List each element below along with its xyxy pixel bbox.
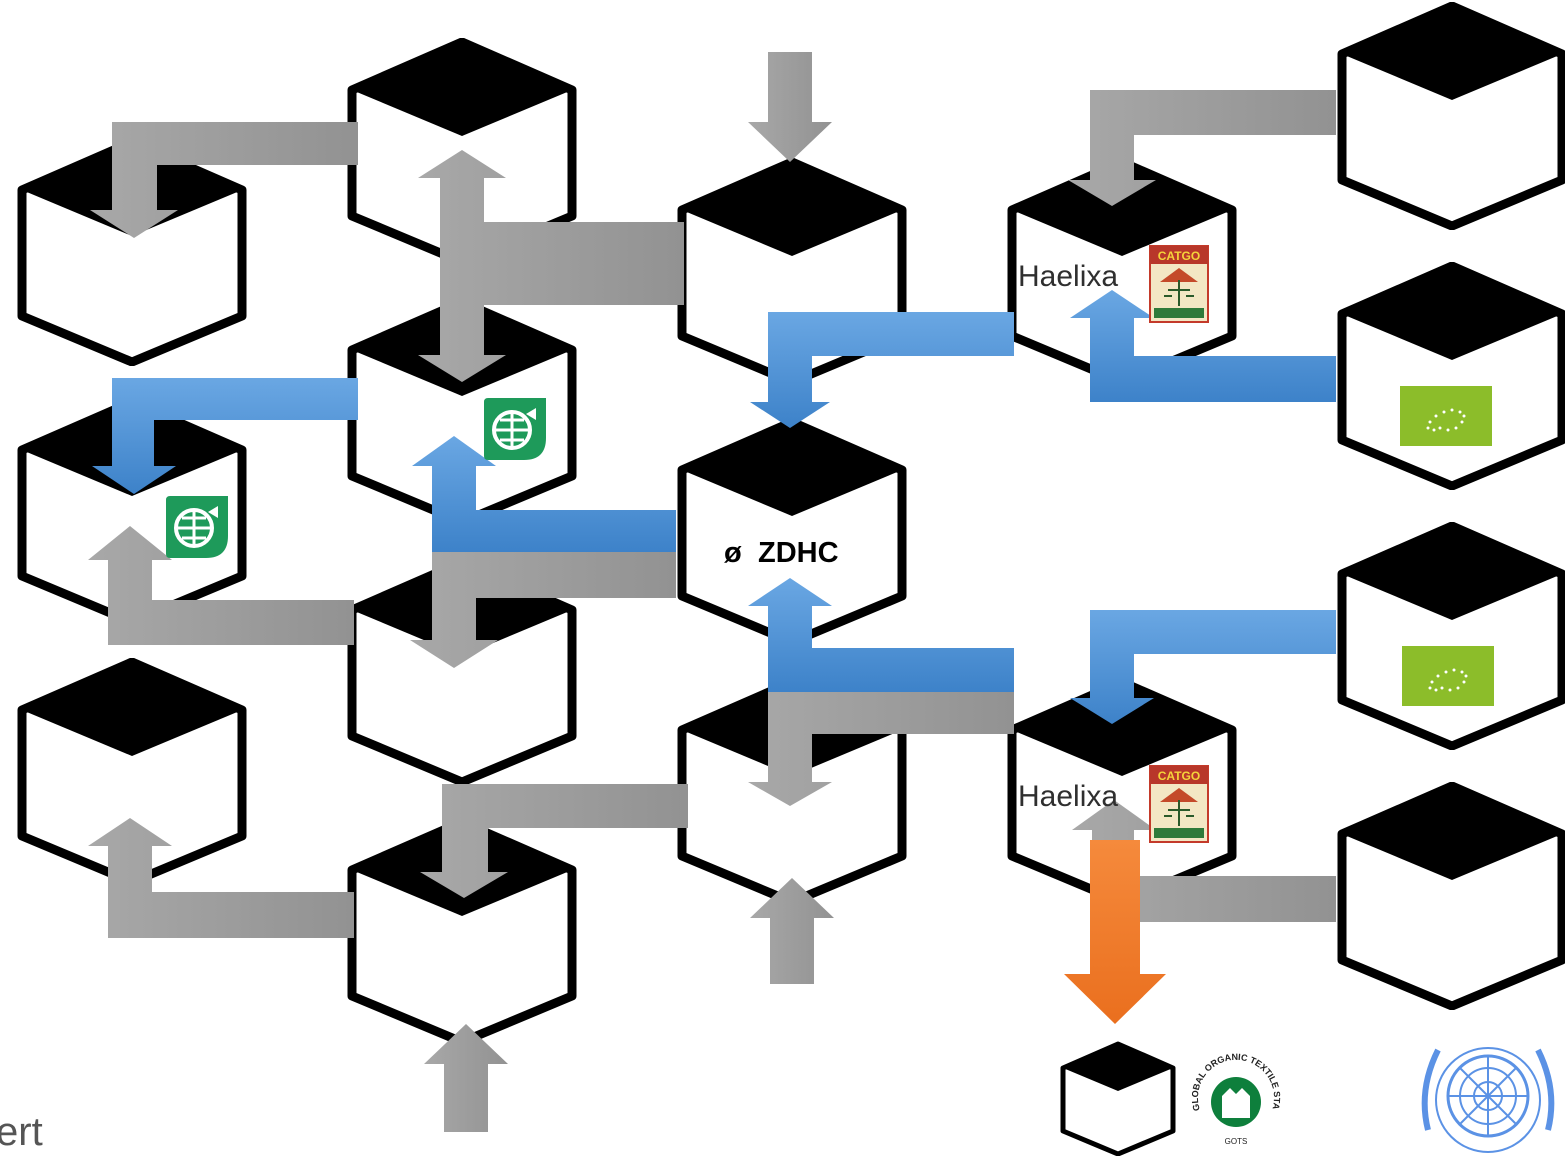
corner-text-fragment: ert: [0, 1110, 43, 1154]
gray-arrow: [424, 1024, 508, 1132]
eu-organic-logo: [1402, 646, 1494, 706]
gray-arrow: [90, 122, 358, 238]
gray-arrow: [88, 526, 354, 645]
blue-arrow: [748, 578, 1014, 692]
catgo-logo: CATGO: [1149, 765, 1209, 843]
catgo-label: CATGO: [1158, 769, 1200, 783]
cubes: [22, 6, 1562, 1156]
haelixa-label: Haelixa: [1018, 780, 1118, 813]
recycled-globe-logo: [484, 398, 546, 460]
haelixa-logo: Haelixa: [1018, 260, 1118, 293]
gray-arrow: [418, 150, 684, 382]
cube-node: [1342, 266, 1562, 486]
cube-node: [1342, 786, 1562, 1006]
gray-arrow: [410, 552, 676, 668]
blue-arrow: [1070, 610, 1336, 724]
catgo-logo: CATGO: [1149, 245, 1209, 323]
gots-logo: GLOBAL ORGANIC TEXTILE STANDARD GOTS: [1190, 1052, 1282, 1146]
zdhc-label: ZDHC: [758, 537, 839, 569]
orange-output-arrow: [1064, 840, 1166, 1024]
zdhc-logo: ø ZDHC: [724, 537, 839, 569]
blue-arrow: [1070, 290, 1336, 402]
catgo-label: CATGO: [1158, 249, 1200, 263]
final-product-cube: [1060, 1041, 1176, 1156]
gots-small-label: GOTS: [1225, 1137, 1248, 1146]
gray-arrow: [1068, 90, 1336, 206]
recycled-globe-logo: [166, 496, 228, 558]
cube-node: [1342, 526, 1562, 746]
cube-node: [1342, 6, 1562, 226]
gray-arrow: [748, 52, 832, 162]
gray-arrow: [750, 878, 834, 984]
blue-flow-arrows: [92, 290, 1336, 724]
blue-arrow: [92, 378, 358, 494]
blue-arrow: [750, 312, 1014, 428]
gray-flow-arrows: [88, 52, 1336, 1132]
blue-arrow: [412, 436, 676, 552]
un-emblem: [1421, 1047, 1555, 1153]
eu-organic-logo: [1400, 386, 1492, 446]
haelixa-label: Haelixa: [1018, 260, 1118, 293]
gray-arrow: [748, 690, 1014, 806]
gray-arrow: [88, 818, 354, 938]
haelixa-logo: Haelixa: [1018, 780, 1118, 813]
gray-arrow: [420, 784, 688, 898]
zdhc-symbol: ø: [724, 537, 742, 569]
